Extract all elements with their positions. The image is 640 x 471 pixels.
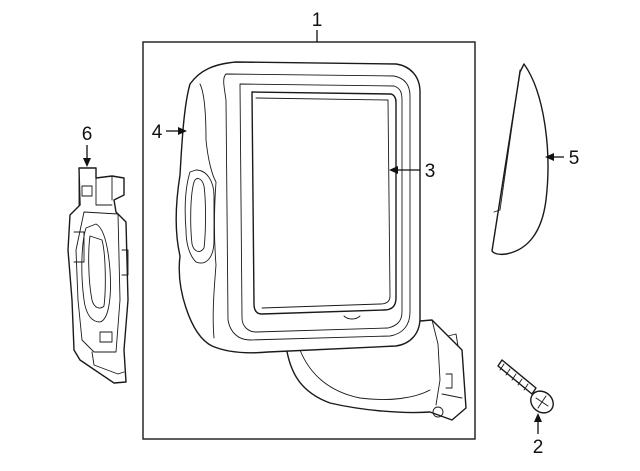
assembly-frame <box>142 41 476 440</box>
callout-2-number: 2 <box>533 437 544 458</box>
part-6-bracket <box>67 167 129 384</box>
callout-6-arrowhead <box>83 158 91 167</box>
callout-2-arrowhead <box>534 413 542 422</box>
callout-5-arrowhead <box>545 153 554 161</box>
callout-4-arrowhead <box>178 127 187 135</box>
callout-3-number: 3 <box>425 161 436 182</box>
callout-4-number: 4 <box>152 122 163 143</box>
callout-1-number: 1 <box>312 10 323 31</box>
part-1-mirror-assembly <box>175 61 467 421</box>
part-5-cover <box>491 63 549 256</box>
callout-5-number: 5 <box>569 148 580 169</box>
part-3-mirror-glass <box>251 91 397 315</box>
callout-6-number: 6 <box>82 124 93 145</box>
callout-3-arrowhead <box>389 166 398 174</box>
part-2-screw <box>497 359 554 414</box>
